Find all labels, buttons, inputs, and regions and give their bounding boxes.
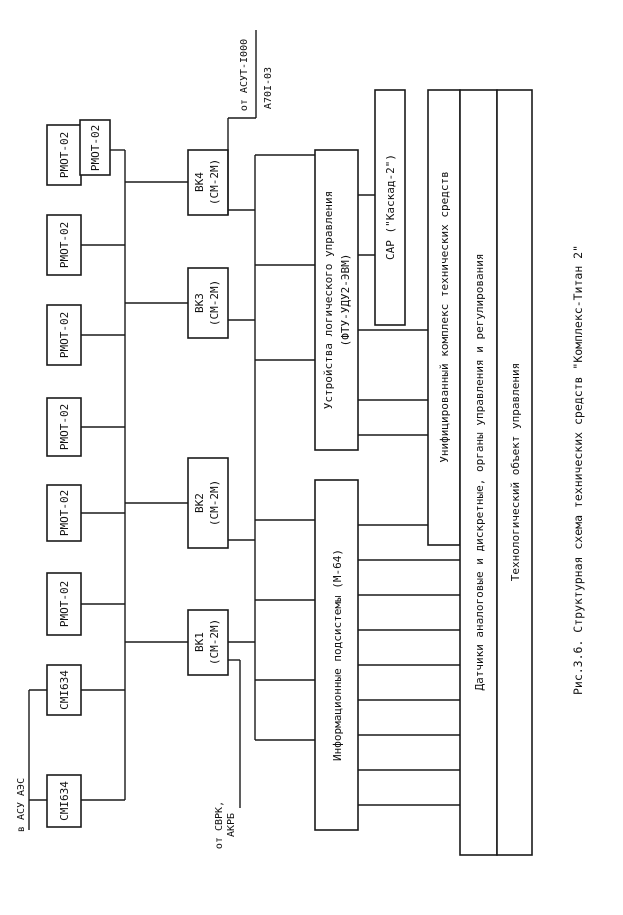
sensors-label: Датчики аналоговые и дискретные, органы … [473,253,486,690]
asu-aes-link: в АСУ АЭС [16,689,47,832]
lower-bus-links [255,254,428,681]
vk3-box [187,267,229,339]
rmot-label-4: РМОТ-02 [58,312,71,358]
workstation-row: СМI634 СМI634 РМОТ-02 РМОТ-02 РМОТ-02 РМ… [46,119,111,828]
vk3-name: ВК3 [193,293,206,313]
bus-to-computers [125,181,188,643]
rmot-label-5: РМОТ-02 [58,222,71,268]
vk4-name: ВК4 [193,172,206,192]
logic-devices-type: (ФТУ-УДУ2-ЭВМ) [339,254,352,347]
rmot-box-6 [46,124,82,186]
a701-label: А70I-03 [263,67,274,109]
sar-box [374,89,406,326]
upper-bus [81,149,126,801]
from-svrk-label-2: АКРБ [226,813,237,837]
vk2-box [187,457,229,549]
vk2-type: (СМ-2М) [208,480,221,526]
logic-devices-box [314,149,359,451]
rmot-label-3: РМОТ-02 [58,404,71,450]
rmot-label-2: РМОТ-02 [58,490,71,536]
vk3-type: (СМ-2М) [208,280,221,326]
logic-devices-label: Устройства логического управления [322,191,335,410]
rmot-box-3 [46,397,82,457]
object-box [496,89,533,856]
info-subsystems-box [314,479,359,831]
rmot-label-1: РМОТ-02 [58,581,71,627]
cm1634-box-2 [46,664,82,716]
subsystems: Информационные подсистемы (М-64) Устройс… [314,89,461,831]
bottom-rows: Датчики аналоговые и дискретные, органы … [459,89,533,856]
vk1-box [187,609,229,676]
to-asu-aes-label: в АСУ АЭС [16,778,27,832]
rmot-label-6: РМОТ-02 [58,132,71,178]
rmot-box-7 [79,119,111,176]
cm1634-box-1 [46,774,82,828]
figure-caption: Рис.3.6. Структурная схема технических с… [571,245,585,695]
object-label: Технологический объект управления [509,363,522,582]
computers-row: ВК1 (СМ-2М) ВК2 (СМ-2М) ВК3 (СМ-2М) ВК4 … [187,149,229,676]
sar-label: САР ("Каскад-2") [384,154,397,260]
info-to-sensors [358,194,460,806]
external-links: от СВРК, АКРБ от АСУТ-I000 А70I-03 [214,30,274,849]
rmot-box-1 [46,572,82,636]
vk2-name: ВК2 [193,493,206,513]
cm1634-label-1: СМI634 [58,781,71,821]
vk1-name: ВК1 [193,632,206,652]
lower-bus [228,154,315,741]
vk1-type: (СМ-2М) [208,619,221,665]
sensors-box [459,89,498,856]
rmot-box-5 [46,214,82,276]
rmot-box-4 [46,304,82,366]
from-asut-label: от АСУТ-I000 [239,39,250,111]
info-subsystems-label: Информационные подсистемы (М-64) [331,549,344,761]
vk4-box [187,149,229,216]
vk4-type: (СМ-2М) [208,159,221,205]
unified-complex-label: Унифицированный комплекс технических сре… [438,171,451,462]
cm1634-label-2: СМI634 [58,670,71,710]
rmot-label-7: РМОТ-02 [89,125,102,171]
from-svrk-label-1: от СВРК, [214,801,225,849]
